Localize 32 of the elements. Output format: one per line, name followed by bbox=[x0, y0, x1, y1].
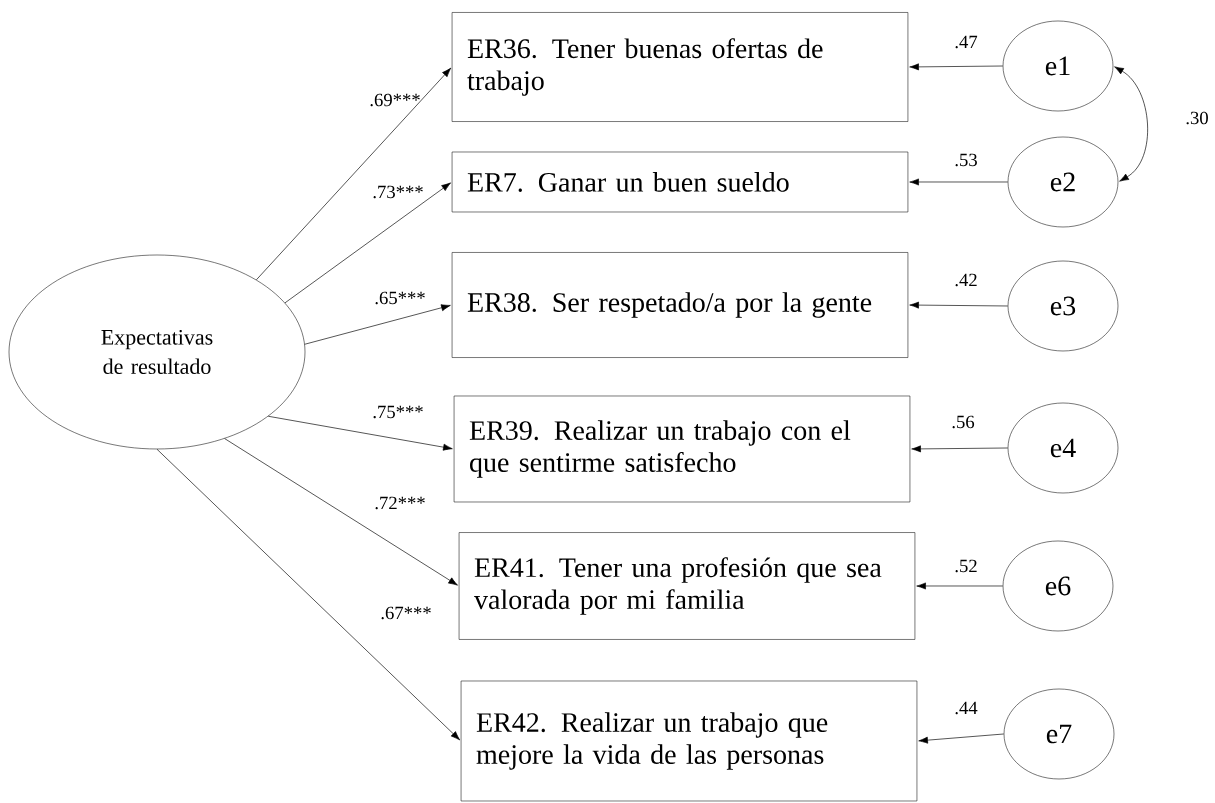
indicator-box: ER7. Ganar un buen sueldo bbox=[451, 151, 909, 213]
edge-label: .69*** bbox=[370, 93, 420, 107]
edge-label: .52 bbox=[955, 559, 977, 573]
arrow bbox=[304, 304, 451, 345]
edge-label: .44 bbox=[955, 701, 978, 715]
arrow bbox=[156, 448, 461, 741]
edge-label: .56 bbox=[952, 415, 975, 429]
indicator-box: ER42. Realizar un trabajo que mejore la vida de las personas bbox=[460, 680, 918, 802]
indicator-box: ER38. Ser respetado/a por la gente bbox=[451, 252, 909, 358]
indicator-box: ER39. Realizar un trabajo con el que sentirme satisfecho bbox=[453, 395, 911, 503]
arrow bbox=[916, 582, 1004, 590]
arrow bbox=[256, 67, 452, 281]
arrow bbox=[909, 301, 1009, 309]
indicator-box: ER41. Tener una profesión que sea valorada por mi familia bbox=[458, 532, 916, 640]
edge-label: .73*** bbox=[373, 185, 423, 199]
arrow bbox=[911, 445, 1009, 453]
arrow bbox=[909, 178, 1009, 186]
edge-label: .30 bbox=[1186, 111, 1208, 125]
edge-label: .72*** bbox=[375, 496, 425, 510]
arrow bbox=[224, 438, 458, 586]
edge-label: .65*** bbox=[375, 291, 425, 305]
edge-label: .53 bbox=[955, 153, 977, 167]
arrow bbox=[918, 733, 1005, 744]
edge-label: .67*** bbox=[381, 606, 431, 620]
arrow bbox=[1114, 66, 1148, 182]
edge-label: .47 bbox=[955, 35, 978, 49]
indicator-box: ER36. Tener buenas ofertas de trabajo bbox=[451, 12, 909, 122]
arrow bbox=[909, 63, 1004, 71]
arrow bbox=[284, 182, 451, 304]
edge-label: .42 bbox=[955, 273, 977, 287]
edge-label: .75*** bbox=[373, 405, 423, 419]
arrow bbox=[267, 415, 453, 451]
